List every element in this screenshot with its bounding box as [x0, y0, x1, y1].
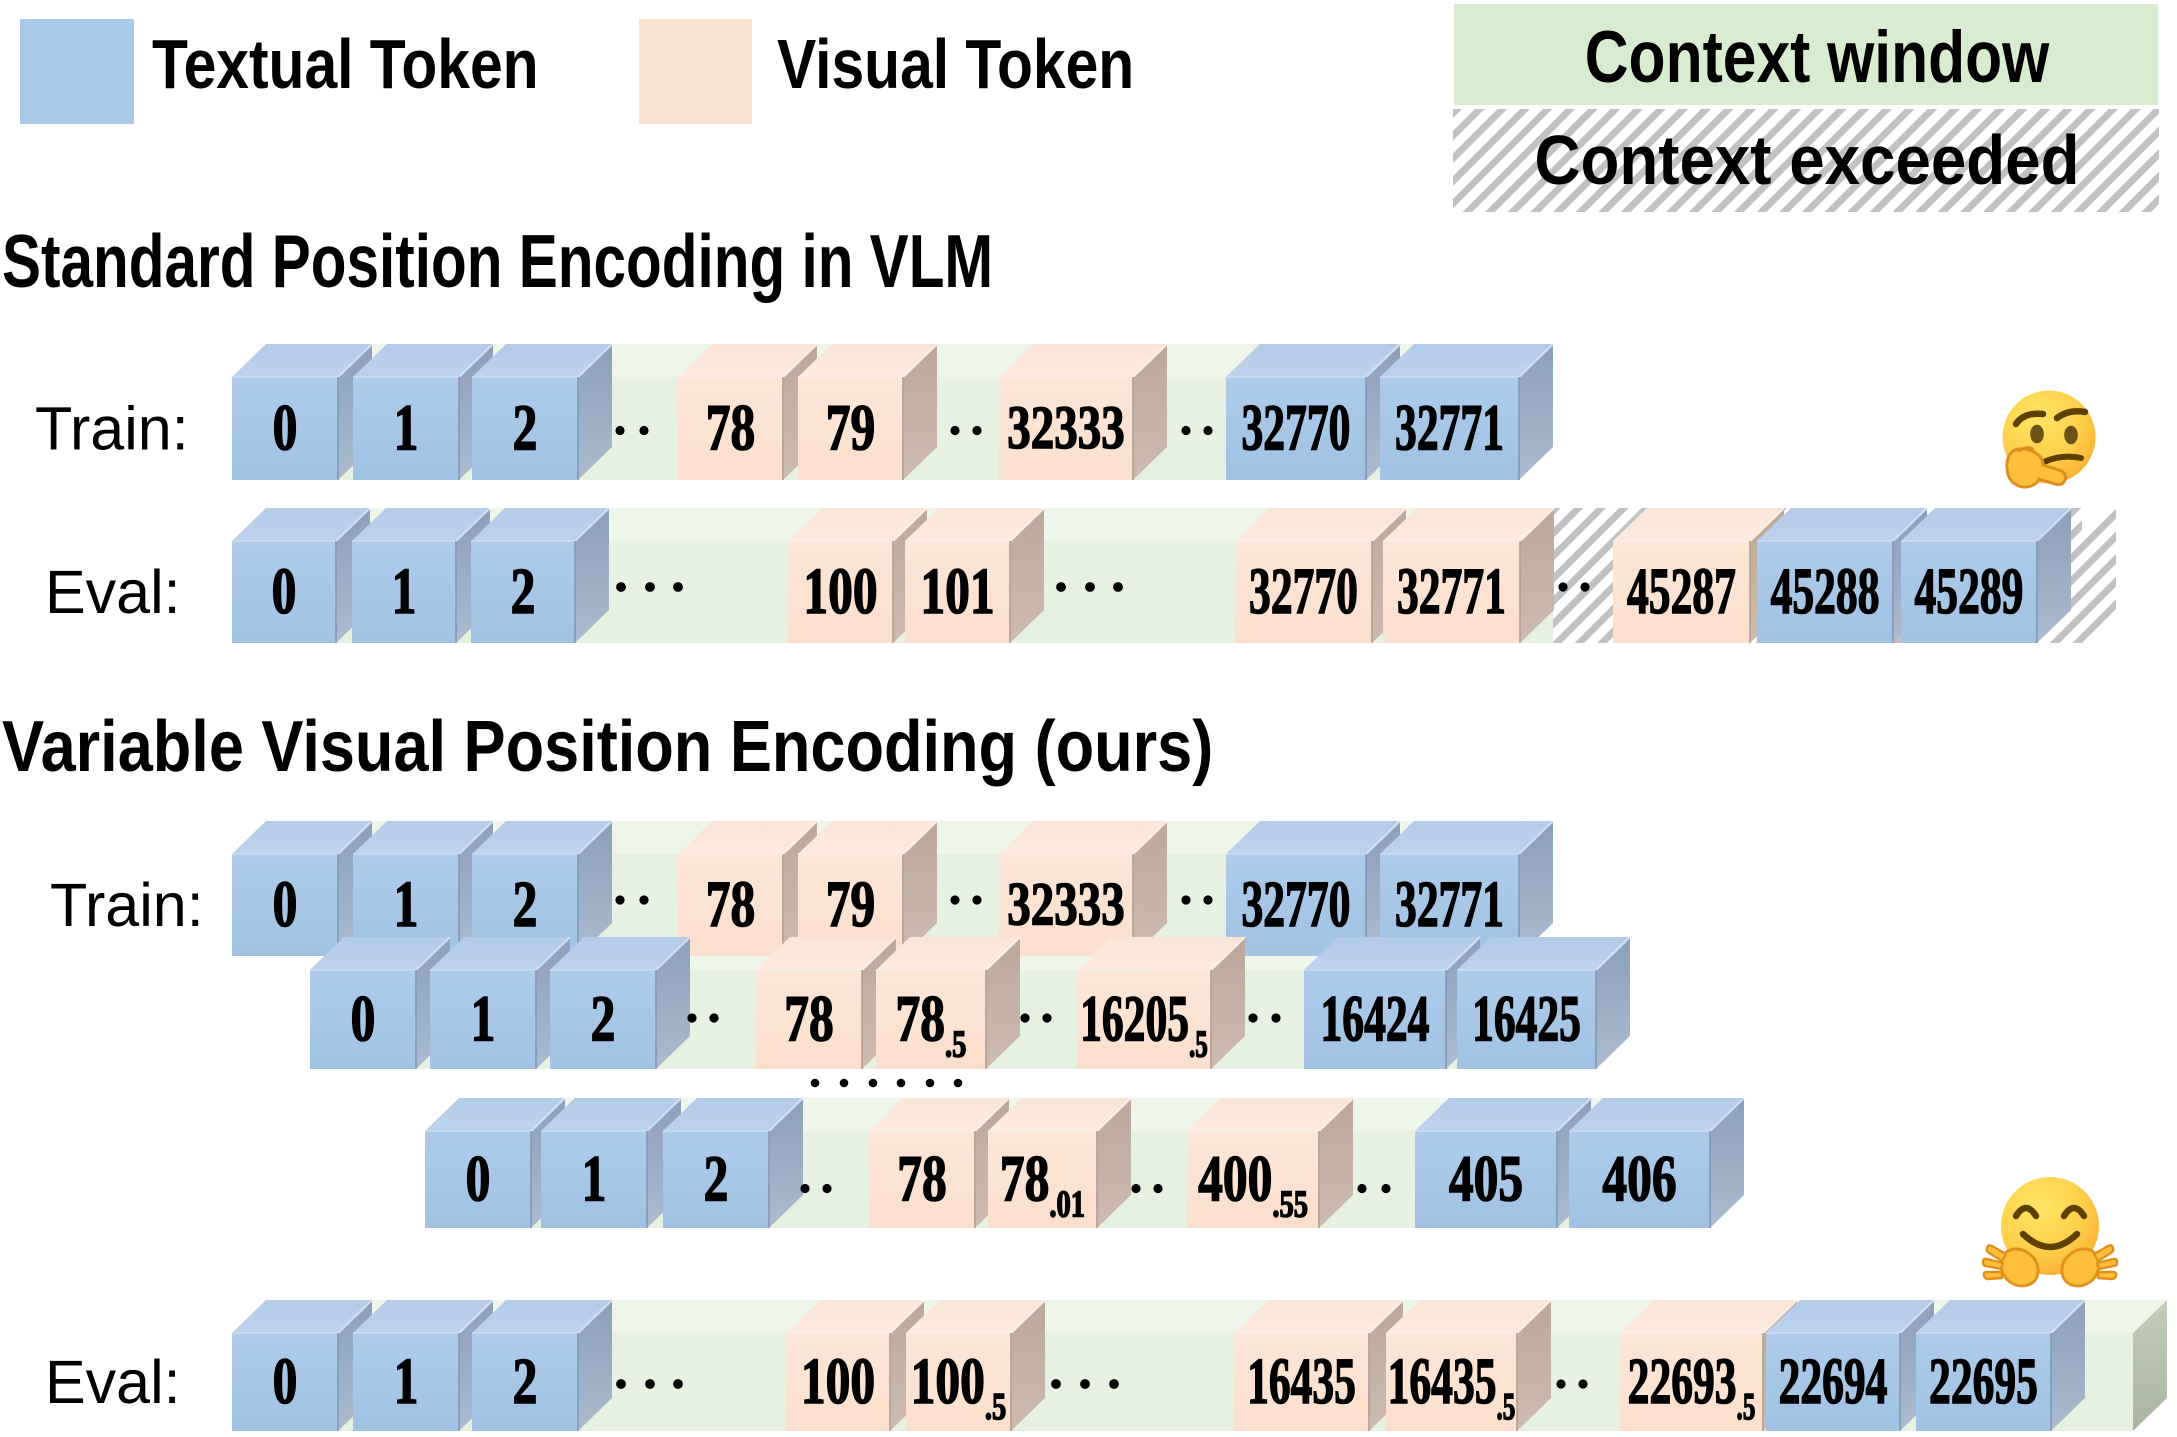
svg-text:32771: 32771 — [1397, 555, 1506, 628]
svg-text:79: 79 — [826, 867, 875, 941]
svg-text:2: 2 — [513, 391, 538, 465]
svg-text:1: 1 — [582, 1142, 607, 1216]
svg-text:2: 2 — [591, 982, 616, 1056]
svg-text:Train:: Train: — [50, 871, 204, 939]
svg-text:16205.5: 16205.5 — [1080, 983, 1208, 1065]
svg-text:0: 0 — [466, 1142, 491, 1216]
svg-text:Standard Position Encoding in: Standard Position Encoding in VLM — [2, 220, 993, 304]
svg-text:32333: 32333 — [1007, 869, 1124, 937]
svg-text:32333: 32333 — [1007, 393, 1124, 461]
svg-text:1: 1 — [392, 554, 417, 628]
svg-text:Context window: Context window — [1585, 17, 2050, 99]
svg-text:32770: 32770 — [1249, 555, 1358, 628]
svg-text:1: 1 — [394, 867, 419, 941]
svg-text:Variable Visual Position Encod: Variable Visual Position Encoding (ours) — [2, 706, 1213, 787]
svg-text:45287: 45287 — [1627, 555, 1736, 628]
svg-text:1: 1 — [394, 391, 419, 465]
svg-text:0: 0 — [273, 867, 298, 941]
svg-text:22695: 22695 — [1929, 1345, 2038, 1418]
svg-text:Visual Token: Visual Token — [777, 24, 1134, 103]
svg-text:22694: 22694 — [1779, 1345, 1888, 1418]
svg-text:78: 78 — [897, 1142, 946, 1216]
svg-text:32770: 32770 — [1242, 392, 1351, 465]
svg-text:22693.5: 22693.5 — [1628, 1345, 1756, 1427]
svg-text:32771: 32771 — [1395, 868, 1504, 941]
svg-text:45288: 45288 — [1771, 555, 1880, 628]
svg-text:1: 1 — [394, 1344, 419, 1418]
svg-text:0: 0 — [273, 1344, 298, 1418]
svg-text:32771: 32771 — [1395, 392, 1504, 465]
svg-text:45289: 45289 — [1915, 555, 2024, 628]
svg-text:2: 2 — [511, 554, 536, 628]
svg-text:Textual Token: Textual Token — [152, 24, 539, 103]
svg-text:0: 0 — [351, 982, 376, 1056]
svg-text:Eval:: Eval: — [45, 1348, 181, 1416]
svg-text:16435.5: 16435.5 — [1388, 1345, 1516, 1427]
svg-text:16424: 16424 — [1321, 983, 1430, 1056]
svg-text:78: 78 — [784, 982, 833, 1056]
svg-text:78: 78 — [706, 391, 755, 465]
svg-text:101: 101 — [920, 554, 994, 628]
svg-text:79: 79 — [826, 391, 875, 465]
svg-text:2: 2 — [513, 867, 538, 941]
svg-text:78: 78 — [706, 867, 755, 941]
svg-text:0: 0 — [273, 391, 298, 465]
svg-text:Eval:: Eval: — [45, 558, 181, 626]
svg-text:Train:: Train: — [35, 395, 189, 463]
svg-text:406: 406 — [1602, 1142, 1676, 1216]
svg-text:100: 100 — [801, 1344, 875, 1418]
svg-text:32770: 32770 — [1242, 868, 1351, 941]
svg-text:16435: 16435 — [1247, 1345, 1356, 1418]
svg-text:2: 2 — [513, 1344, 538, 1418]
svg-text:405: 405 — [1449, 1142, 1523, 1216]
svg-text:100: 100 — [803, 554, 877, 628]
svg-text:1: 1 — [471, 982, 496, 1056]
svg-text:0: 0 — [272, 554, 297, 628]
svg-text:16425: 16425 — [1472, 983, 1581, 1056]
svg-text:Context exceeded: Context exceeded — [1534, 121, 2079, 199]
svg-text:2: 2 — [704, 1142, 729, 1216]
